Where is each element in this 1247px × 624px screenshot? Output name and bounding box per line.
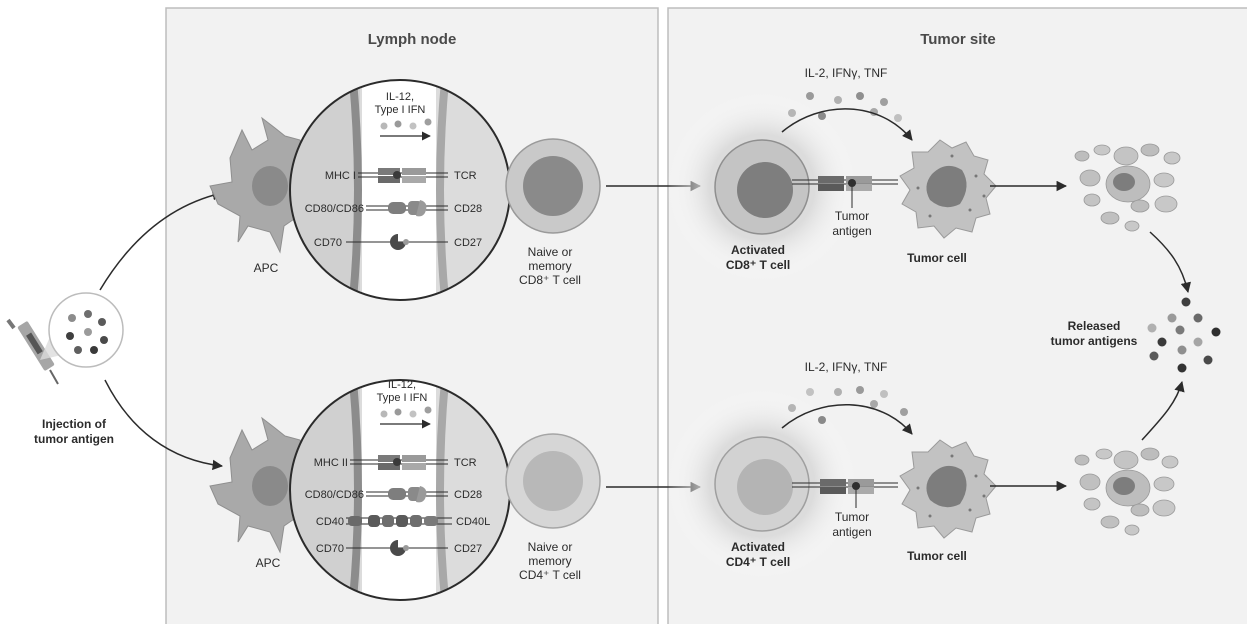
cd70-cd27-complex-top — [390, 234, 409, 250]
lysed-tumor-cell-bottom — [1074, 447, 1179, 536]
effector-cytokine-dots-bottom — [788, 386, 908, 424]
cd80-cd28-complex-top — [388, 200, 427, 217]
synapse-cytokines-top-2: Type I IFN — [375, 104, 426, 116]
cytokine-dots-top — [380, 118, 432, 130]
tumor-cell-top — [899, 139, 997, 239]
arrow-lysis-to-release-bottom — [1141, 380, 1185, 441]
apc-label-bottom: APC — [256, 556, 281, 570]
naive-t-cell-top — [505, 138, 601, 234]
activated-label-top: Activated — [731, 243, 785, 257]
activated-label-top-2: CD8⁺ T cell — [726, 258, 790, 272]
mhc-label-top: MHC I — [325, 170, 356, 182]
released-antigen-dots — [1147, 297, 1221, 373]
cd80-label-top: CD80/CD86 — [305, 203, 364, 215]
synapse-cytokines-top: IL-12, — [386, 91, 414, 103]
lymph-node-title: Lymph node — [368, 31, 457, 48]
arrow-injection-to-bottom-apc — [104, 379, 224, 471]
naive-t-cell-label-bottom: Naive or — [528, 540, 573, 554]
apc-cell-top — [209, 116, 306, 254]
cd28-label-bottom: CD28 — [454, 489, 482, 501]
tcr-antigen-complex-top — [818, 176, 872, 208]
tumor-antigen-label-top: Tumor — [835, 209, 869, 223]
activated-t-cell-bottom — [714, 436, 810, 532]
tumor-cell-bottom — [899, 439, 997, 539]
naive-t-cell-label-top-2: memory — [528, 259, 571, 273]
tumor-antigen-label-bottom: Tumor — [835, 510, 869, 524]
naive-t-cell-label-bottom-2: memory — [528, 554, 571, 568]
synapse-top — [289, 79, 511, 301]
naive-t-cell-label-bottom-3: CD4⁺ T cell — [519, 568, 581, 582]
tumor-site-title: Tumor site — [920, 31, 996, 48]
cd70-label-bottom: CD70 — [316, 543, 344, 555]
arrow-cytokines-bottom — [781, 403, 913, 435]
synapse-cytokines-bottom: IL-12, — [388, 379, 416, 391]
cd70-label-top: CD70 — [314, 237, 342, 249]
activated-label-bottom: Activated — [731, 540, 785, 554]
cd40-cd40l-complex-bottom — [348, 515, 438, 527]
effector-cytokines-bottom: IL-2, IFNγ, TNF — [805, 360, 888, 374]
injection-label-2: tumor antigen — [34, 432, 114, 446]
naive-t-cell-label-top: Naive or — [528, 245, 573, 259]
activated-t-cell-top — [714, 139, 810, 235]
tcr-label-top: TCR — [454, 170, 477, 182]
cd80-cd28-complex-bottom — [388, 486, 427, 503]
synapse-cytokines-bottom-2: Type I IFN — [377, 392, 428, 404]
cd70-cd27-complex-bottom — [390, 540, 409, 556]
cytokine-dots-bottom — [380, 406, 432, 418]
lysed-tumor-cell-top — [1074, 143, 1181, 232]
antigen-vial-icon — [48, 292, 124, 368]
naive-t-cell-label-top-3: CD8⁺ T cell — [519, 273, 581, 287]
mhc-label-bottom: MHC II — [314, 457, 348, 469]
injection-label: Injection of — [42, 417, 107, 431]
tumor-cell-label-bottom: Tumor cell — [907, 549, 967, 563]
cd40l-label-bottom: CD40L — [456, 516, 490, 528]
mhc1-tcr-complex-top — [378, 168, 426, 183]
released-antigens-label-2: tumor antigens — [1051, 334, 1138, 348]
cd80-label-bottom: CD80/CD86 — [305, 489, 364, 501]
cd40-label-bottom: CD40 — [316, 516, 344, 528]
cd28-label-top: CD28 — [454, 203, 482, 215]
activated-label-bottom-2: CD4⁺ T cell — [726, 555, 790, 569]
tcr-antigen-complex-bottom — [820, 479, 874, 508]
mhc2-tcr-complex-bottom — [378, 455, 426, 470]
arrow-injection-to-top-apc — [99, 190, 224, 291]
released-antigens-label: Released — [1068, 319, 1121, 333]
cd27-label-top: CD27 — [454, 237, 482, 249]
tcr-label-bottom: TCR — [454, 457, 477, 469]
naive-t-cell-bottom — [505, 433, 601, 529]
apc-cell-bottom — [209, 416, 306, 554]
tumor-cell-label-top: Tumor cell — [907, 251, 967, 265]
tumor-antigen-label-top-2: antigen — [832, 224, 871, 238]
arrow-cytokines-top — [781, 108, 913, 141]
cd27-label-bottom: CD27 — [454, 543, 482, 555]
tumor-antigen-label-bottom-2: antigen — [832, 525, 871, 539]
effector-cytokines-top: IL-2, IFNγ, TNF — [805, 66, 888, 80]
apc-label-top: APC — [254, 261, 279, 275]
arrow-lysis-to-release-top — [1149, 231, 1191, 294]
